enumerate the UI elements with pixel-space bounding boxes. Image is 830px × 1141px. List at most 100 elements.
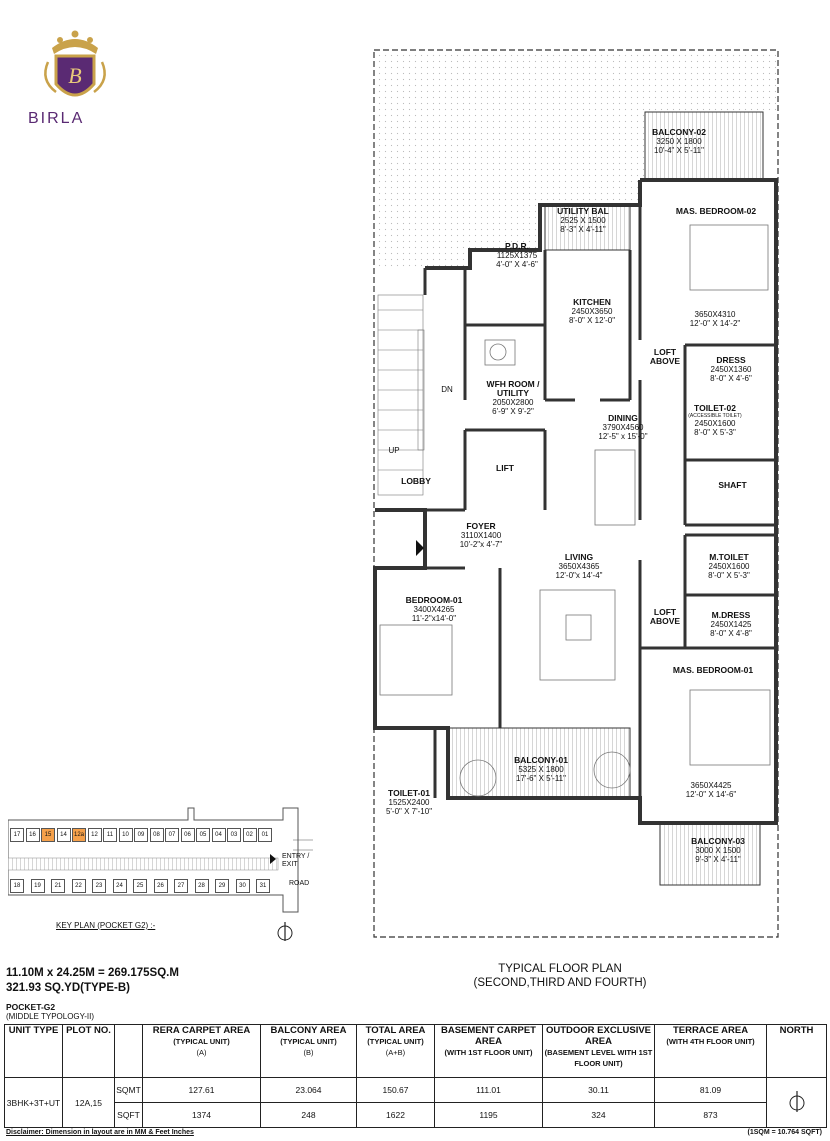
cell-north	[766, 1077, 827, 1128]
th-outdoor: OUTDOOR EXCLUSIVE AREA(BASEMENT LEVEL WI…	[542, 1024, 655, 1078]
th-unit	[114, 1024, 143, 1078]
th-north: NORTH	[766, 1024, 827, 1078]
spec-line-1: 11.10M x 24.25M = 269.175SQ.M	[6, 967, 179, 979]
monogram: B	[68, 63, 81, 88]
spec-area: 11.10M x 24.25M = 269.175SQ.M 321.93 SQ.…	[6, 966, 179, 996]
keyplan-plot-17: 17	[10, 828, 24, 842]
keyplan-plot-28: 28	[194, 879, 209, 893]
keyplan-plot-06: 06	[180, 828, 195, 842]
keyplan-plot-02: 02	[242, 828, 257, 842]
entry-arrow-small-icon	[270, 854, 276, 864]
cell-plot-no: 12A,15	[62, 1077, 115, 1128]
keyplan-plot-04: 04	[211, 828, 226, 842]
table-row: 3BHK+3T+UT 12A,15 SQMT 127.61 23.064 150…	[4, 1077, 827, 1128]
keyplan-plot-12a: 12a	[72, 828, 86, 842]
room-loft-above-2: LOFT ABOVE	[649, 607, 681, 626]
th-unit-type: UNIT TYPE	[4, 1024, 63, 1078]
keyplan-plot-21: 21	[51, 879, 65, 893]
keyplan-plot-16: 16	[25, 828, 40, 842]
th-basement: BASEMENT CARPET AREA(WITH 1ST FLOOR UNIT…	[434, 1024, 543, 1078]
plan-title-line1: TYPICAL FLOOR PLAN	[498, 963, 622, 975]
keyplan-plot-14: 14	[56, 828, 71, 842]
stair-up: UP	[388, 446, 400, 455]
th-rera: RERA CARPET AREA(TYPICAL UNIT)(A)	[142, 1024, 261, 1078]
cell-outdoor: 30.11	[542, 1077, 655, 1103]
balcony-01-floor	[447, 727, 631, 799]
keyplan-plot-07: 07	[165, 828, 179, 842]
keyplan-plot-25: 25	[133, 879, 147, 893]
floor-plan-drawing	[373, 49, 779, 938]
brand-logo: B	[30, 28, 120, 110]
keyplan-plot-12: 12	[87, 828, 102, 842]
spec-pocket-name: POCKET-G2	[6, 1002, 56, 1012]
keyplan-plot-01: 01	[258, 828, 272, 842]
keyplan-road-label: ROAD	[289, 880, 310, 887]
brand-name: BIRLA	[28, 110, 85, 127]
cell-unit: SQFT	[114, 1102, 143, 1128]
keyplan-plot-03: 03	[227, 828, 241, 842]
entry-arrow-icon	[416, 540, 424, 556]
keyplan-plot-31: 31	[256, 879, 270, 893]
cell-terrace: 81.09	[654, 1077, 767, 1103]
room-mas-bedroom-02: MAS. BEDROOM-02	[675, 206, 757, 216]
cell-terrace: 873	[654, 1102, 767, 1128]
balcony-03-floor	[659, 822, 761, 886]
th-total: TOTAL AREA(TYPICAL UNIT)(A+B)	[356, 1024, 435, 1078]
keyplan-plot-09: 09	[134, 828, 148, 842]
disclaimer: Disclaimer: Dimension in layout are in M…	[6, 1129, 194, 1136]
keyplan-plot-26: 26	[153, 879, 168, 893]
cell-rera: 127.61	[142, 1077, 261, 1103]
keyplan-plot-30: 30	[235, 879, 250, 893]
keyplan-entry-label: ENTRY / EXIT	[282, 853, 310, 868]
cell-total: 150.67	[356, 1077, 435, 1103]
cell-unit-type: 3BHK+3T+UT	[4, 1077, 63, 1128]
keyplan-plot-05: 05	[196, 828, 210, 842]
table-row: SQFT 1374 248 1622 1195 324 873	[5, 1102, 827, 1128]
keyplan-plot-24: 24	[112, 879, 127, 893]
keyplan-plot-27: 27	[174, 879, 188, 893]
cell-balcony: 23.064	[260, 1077, 357, 1103]
cell-rera: 1374	[142, 1102, 261, 1128]
room-shaft: SHAFT	[718, 480, 747, 490]
keyplan-plot-22: 22	[71, 879, 86, 893]
room-mas-bedroom-01: MAS. BEDROOM-01	[672, 665, 754, 675]
north-arrow-icon	[277, 922, 293, 941]
keyplan-plot-29: 29	[215, 879, 229, 893]
terrace-area	[376, 52, 776, 268]
keyplan-plot-19: 19	[30, 879, 45, 893]
keyplan-outline	[8, 807, 313, 913]
keyplan-plot-10: 10	[118, 828, 133, 842]
conversion-note: (1SQM = 10.764 SQFT)	[747, 1129, 823, 1136]
stair-dn: DN	[441, 385, 453, 394]
room-lift: LIFT	[496, 463, 514, 473]
room-loft-above-1: LOFT ABOVE	[649, 347, 681, 366]
spec-typology: (MIDDLE TYPOLOGY-II)	[6, 1012, 95, 1021]
crest-icon: B	[44, 30, 106, 97]
th-balcony: BALCONY AREA(TYPICAL UNIT)(B)	[260, 1024, 357, 1078]
cell-basement: 111.01	[434, 1077, 543, 1103]
spec-pocket: POCKET-G2 (MIDDLE TYPOLOGY-II)	[6, 1002, 94, 1022]
plan-title: TYPICAL FLOOR PLAN (SECOND,THIRD AND FOU…	[430, 962, 690, 990]
cell-balcony: 248	[260, 1102, 357, 1128]
cell-outdoor: 324	[542, 1102, 655, 1128]
balcony-02-floor	[644, 111, 764, 181]
keyplan-label: KEY PLAN (POCKET G2) :-	[56, 921, 156, 930]
plan-title-line2: (SECOND,THIRD AND FOURTH)	[473, 977, 647, 989]
area-table: UNIT TYPE PLOT NO. RERA CARPET AREA(TYPI…	[4, 1024, 827, 1128]
spec-line-2: 321.93 SQ.YD(TYPE-B)	[6, 982, 130, 994]
